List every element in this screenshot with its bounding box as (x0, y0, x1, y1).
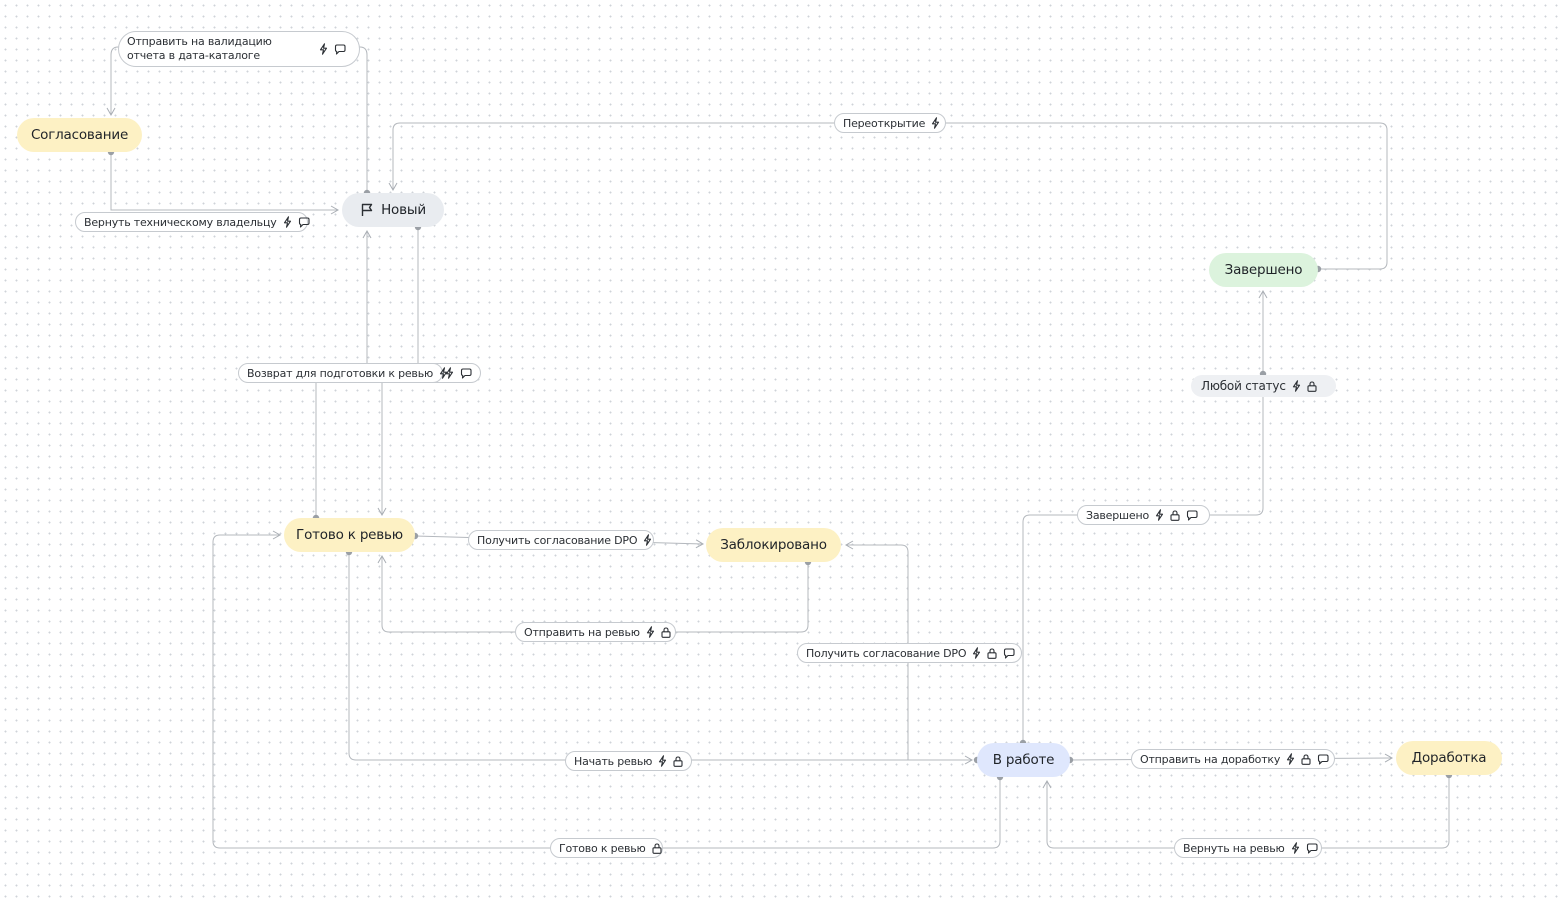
transition-back-review[interactable]: Вернуть на ревью (1174, 838, 1322, 858)
lightning-icon (643, 534, 652, 546)
lightning-icon (319, 43, 328, 55)
state-label: Готово к ревью (296, 527, 403, 543)
state-label: Доработка (1411, 750, 1487, 766)
transition-get-dpo-2[interactable]: Получить согласование DPO (797, 643, 1022, 663)
lock-icon (1301, 753, 1311, 765)
transition-label: Отправить на валидацию отчета в дата-кат… (127, 35, 272, 62)
state-label: Согласование (30, 127, 129, 143)
state-gotovo-k-revyu[interactable]: Готово к ревью (284, 518, 415, 552)
transition-label: Возврат для подготовки к ревью (247, 366, 434, 380)
state-novyi[interactable]: Новый (342, 193, 444, 227)
transition-label: Переоткрытие (843, 116, 926, 130)
transition-get-dpo[interactable]: Получить согласование DPO (468, 530, 654, 550)
lightning-icon (1286, 753, 1295, 765)
transition-ready-review[interactable]: Готово к ревью (550, 838, 663, 858)
edge-return-owner (110, 152, 340, 215)
lock-icon (673, 755, 683, 767)
edge-get-dpo2 (844, 540, 909, 760)
transition-label: Завершено (1086, 508, 1149, 522)
lightning-icon (283, 216, 292, 228)
state-label: Новый (381, 202, 426, 218)
transition-label: Получить согласование DPO (806, 646, 967, 660)
transition-label: Вернуть на ревью (1183, 841, 1285, 855)
transition-done[interactable]: Завершено (1077, 505, 1210, 525)
lightning-icon (1292, 380, 1301, 392)
transition-label: Готово к ревью (559, 841, 646, 855)
transition-label: Отправить на доработку (1140, 752, 1281, 766)
edge-start-review (348, 552, 974, 765)
state-label: Заблокировано (720, 537, 827, 553)
comment-icon (1306, 842, 1318, 854)
lock-icon (1170, 509, 1180, 521)
state-dorabotka[interactable]: Доработка (1396, 741, 1502, 775)
transition-label: Отправить на ревью (524, 625, 640, 639)
transition-label: Вернуть техническому владельцу (84, 215, 277, 229)
transition-send-review[interactable]: Отправить на ревью (515, 622, 676, 642)
state-label: Завершено (1224, 262, 1303, 278)
transition-label: Любой статус (1201, 379, 1286, 393)
transition-reopen[interactable]: Переоткрытие (834, 113, 946, 133)
transition-label: Получить согласование DPO (477, 533, 638, 547)
lightning-icon (1155, 509, 1164, 521)
transition-start-review[interactable]: Начать ревью (565, 751, 692, 771)
comment-icon (298, 216, 310, 228)
lightning-icon (646, 626, 655, 638)
lock-icon (987, 647, 997, 659)
lock-icon (652, 842, 662, 854)
edge-ready-review (212, 530, 1001, 849)
transition-return-owner[interactable]: Вернуть техническому владельцу (75, 212, 310, 232)
lightning-icon (658, 755, 667, 767)
flag-icon (361, 203, 373, 216)
comment-icon (1003, 647, 1015, 659)
edge-send-review (377, 554, 809, 633)
edge-reopen (388, 122, 1388, 270)
lightning-icon (1291, 842, 1300, 854)
state-zablokirovano[interactable]: Заблокировано (706, 528, 841, 562)
comment-icon (1317, 753, 1329, 765)
transition-label: Начать ревью (574, 754, 653, 768)
comment-icon (1186, 509, 1198, 521)
transition-return-prep[interactable]: Возврат для подготовки к ревью (238, 363, 448, 383)
lightning-icon (931, 117, 940, 129)
lightning-icon (445, 367, 454, 379)
lock-icon (1307, 380, 1317, 392)
comment-icon (334, 43, 346, 55)
state-v-rabote[interactable]: В работе (977, 743, 1070, 777)
lock-icon (661, 626, 671, 638)
comment-icon (460, 367, 472, 379)
transition-send-rework[interactable]: Отправить на доработку (1131, 749, 1335, 769)
state-label: В работе (992, 752, 1055, 768)
edge-validate (106, 46, 368, 193)
lightning-icon (972, 647, 981, 659)
transition-validate[interactable]: Отправить на валидацию отчета в дата-кат… (118, 31, 360, 67)
lightning-icon (439, 367, 448, 379)
state-zaversheno[interactable]: Завершено (1209, 253, 1318, 287)
transition-any-status[interactable]: Любой статус (1191, 375, 1336, 397)
state-soglasovanie[interactable]: Согласование (17, 118, 142, 152)
